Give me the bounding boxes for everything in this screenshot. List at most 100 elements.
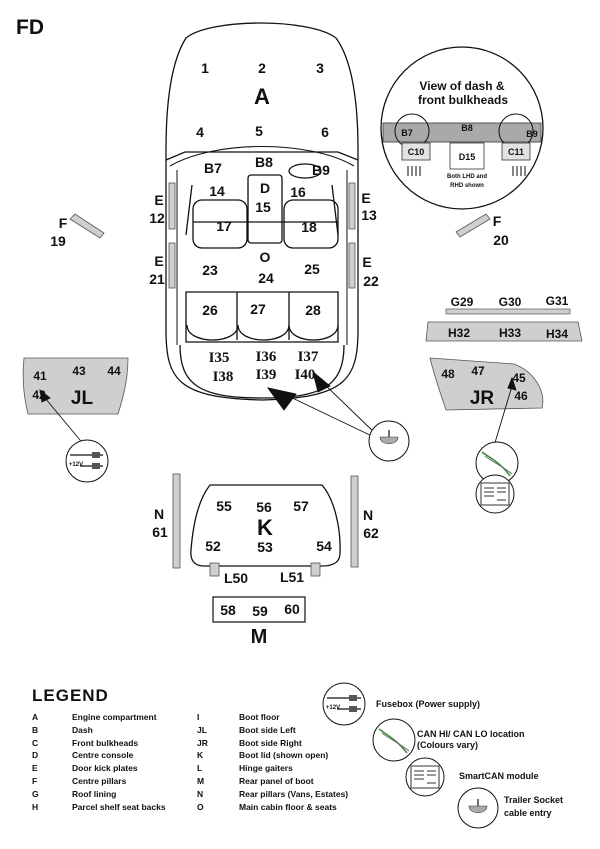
legend-code: I	[197, 712, 200, 722]
legend-description: Boot side Left	[239, 724, 296, 735]
location-label-p1: 1	[201, 60, 209, 76]
legend-fusebox-icon: +12V	[322, 682, 366, 726]
location-label-e_right_2: E	[362, 254, 371, 270]
location-label-p43: 43	[72, 364, 86, 378]
legend-description: Door kick plates	[72, 763, 138, 774]
location-label-e_left_2: E	[154, 253, 163, 269]
location-label-i37: I37	[298, 349, 319, 365]
location-label-e_right_1: E	[361, 190, 370, 206]
location-label-p19: 19	[50, 233, 66, 249]
location-label-i40: I40	[295, 367, 316, 383]
legend-row: K Boot lid (shown open)	[197, 749, 348, 762]
location-label-p62: 62	[363, 525, 379, 541]
location-label-p4: 4	[196, 124, 204, 140]
location-label-d15_box: D15	[459, 152, 476, 162]
location-label-p12: 12	[149, 210, 165, 226]
location-label-c11: C11	[508, 147, 524, 157]
location-label-b8: B8	[255, 154, 273, 170]
dash-view-inset: View of dash & front bulkheads B7 B8 B9 …	[380, 46, 544, 210]
location-label-p13: 13	[361, 207, 377, 223]
rear-panel: 58 59 60 M	[212, 596, 306, 648]
legend-row: F Centre pillars	[32, 775, 166, 788]
centre-pillars	[69, 213, 491, 239]
location-label-p41: 41	[33, 369, 47, 383]
smartcan-callout-icon	[475, 474, 515, 514]
legend-description: Boot lid (shown open)	[239, 750, 329, 761]
zone-a-label: A	[254, 84, 270, 109]
legend-code: M	[197, 775, 205, 786]
location-label-p2: 2	[258, 60, 266, 76]
legend-code: E	[32, 763, 38, 774]
legend-code: N	[197, 788, 204, 799]
location-label-fuse_icon_label: +12V	[326, 705, 340, 711]
roof-lining-strip: G29 G30 G31	[445, 294, 571, 315]
location-label-m: M	[251, 626, 268, 648]
legend-code: K	[197, 750, 204, 761]
location-label-f_left: F	[59, 215, 68, 231]
legend-description: Boot floor	[239, 712, 280, 722]
location-label-p23: 23	[202, 262, 218, 278]
rear-pillars: N 61 N 62	[152, 473, 379, 569]
location-label-jr: JR	[470, 388, 495, 409]
legend-trailer-socket-label: Trailer Socket cable entry	[504, 795, 564, 818]
legend-can-icon	[372, 718, 416, 762]
location-label-b9: B9	[526, 129, 538, 139]
location-label-b7: B7	[401, 128, 413, 138]
location-label-note_line1: Both LHD and	[447, 174, 487, 180]
location-label-fuse_icon_label: +12V	[69, 462, 83, 468]
location-label-p56: 56	[256, 499, 272, 515]
location-label-p60: 60	[284, 601, 300, 617]
location-label-p47: 47	[471, 364, 485, 378]
location-label-p24: 24	[258, 270, 274, 286]
legend-description: Engine compartment	[72, 712, 157, 722]
door-kick-plates	[168, 182, 356, 289]
location-label-p57: 57	[293, 498, 309, 514]
legend-code: JL	[197, 724, 207, 735]
location-label-c10: C10	[408, 147, 425, 157]
location-label-note_line2: RHD shown	[450, 183, 484, 189]
legend-description: Boot side Right	[239, 737, 302, 748]
location-label-g30: G30	[499, 295, 522, 309]
boot-lid-panel: 55 56 57 K 52 53 54 L50 L51	[190, 484, 341, 586]
legend-code: D	[32, 750, 39, 761]
legend-title: LEGEND	[32, 686, 109, 705]
location-label-p48: 48	[441, 367, 455, 381]
location-label-p54: 54	[316, 538, 332, 554]
location-label-p59: 59	[252, 603, 268, 619]
legend-row: A Engine compartment	[32, 711, 166, 724]
location-label-d15: 15	[255, 199, 271, 215]
location-label-i38: I38	[213, 369, 234, 385]
legend-smartcan-label: SmartCAN module	[459, 771, 539, 781]
location-label-p45: 45	[512, 371, 526, 385]
location-label-p28: 28	[305, 302, 321, 318]
location-label-p3: 3	[316, 60, 324, 76]
location-label-p58: 58	[220, 602, 236, 618]
location-label-i35: I35	[209, 350, 230, 366]
legend-fusebox-label: Fusebox (Power supply)	[376, 699, 481, 709]
legend-code: JR	[197, 737, 208, 748]
legend-row: I Boot floor	[197, 711, 348, 724]
location-label-title_line2: front bulkheads	[418, 93, 508, 107]
legend-description: Centre pillars	[72, 775, 127, 786]
parcel-shelf-strip: H32 H33 H34	[425, 321, 583, 342]
legend-code: H	[32, 801, 39, 812]
legend-code: A	[32, 712, 39, 722]
legend-description: Hinge gaiters	[239, 763, 293, 774]
legend-code: O	[197, 801, 204, 812]
location-label-i36: I36	[256, 349, 277, 365]
legend-code: F	[32, 775, 38, 786]
legend-description: Main cabin floor & seats	[239, 801, 337, 812]
trailer-socket-callout-icon	[368, 420, 410, 462]
car-labels: 1 2 3 A 4 5 6 B7 B8 B9 14 D 15 16 17 18 …	[50, 60, 509, 385]
legend-description: Rear pillars (Vans, Estates)	[239, 788, 349, 799]
legend-row: JR Boot side Right	[197, 737, 348, 750]
location-label-n_right: N	[363, 507, 373, 523]
location-label-p52: 52	[205, 538, 221, 554]
location-label-jl: JL	[71, 388, 94, 409]
boot-side-left: 41 43 44 42 JL	[22, 357, 129, 415]
